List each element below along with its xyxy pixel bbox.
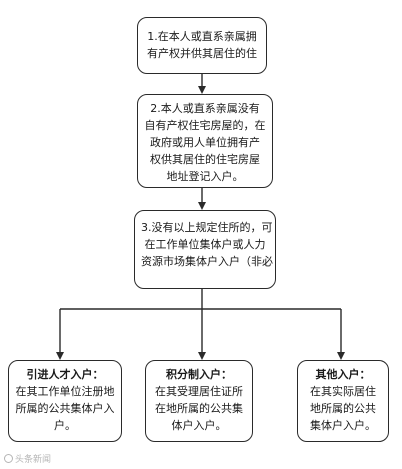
step3-line-3: 资源市场集体户入户（非必	[141, 255, 273, 268]
option-a-box: 引进人才入户： 在其工作单位注册地 所属的公共集体户入 户。	[8, 360, 122, 442]
step3-box: 3.没有以上规定住所的，可 在工作单位集体户或人力 资源市场集体户入户（非必	[134, 210, 276, 289]
step2-line-2: 自有产权住宅房屋的，在	[144, 119, 266, 132]
option-a-line-3: 户。	[54, 419, 76, 432]
watermark: 头条新闻	[4, 452, 51, 465]
option-a-line-1: 在其工作单位注册地	[15, 385, 115, 398]
option-b-line-2: 在地所属的公共集	[155, 402, 243, 415]
option-a-title: 引进人才入户：	[26, 368, 104, 381]
option-b-line-3: 体户入户。	[171, 419, 227, 432]
option-b-line-1: 在其受理居住证所	[155, 385, 243, 398]
option-b-box: 积分制入户： 在其受理居住证所 在地所属的公共集 体户入户。	[145, 360, 253, 442]
step2-line-5: 地址登记入户。	[166, 170, 244, 183]
step1-box: 1.在本人或直系亲属拥 有产权并供其居住的住	[137, 17, 267, 74]
step3-line-2: 在工作单位集体户或人力	[144, 238, 266, 251]
watermark-logo-icon	[4, 454, 13, 463]
option-c-title: 其他入户：	[315, 368, 371, 381]
option-c-line-3: 集体户入户。	[310, 419, 376, 432]
option-a-line-2: 所属的公共集体户入	[15, 402, 115, 415]
step2-line-4: 权供其居住的住宅房屋	[150, 153, 260, 166]
step1-line-2: 有产权并供其居住的住	[147, 47, 257, 60]
option-c-line-1: 在其实际居住	[310, 385, 376, 398]
watermark-text: 头条新闻	[15, 455, 52, 465]
option-c-line-2: 地所属的公共	[310, 402, 376, 415]
step2-line-3: 政府或用人单位拥有产	[150, 136, 260, 149]
option-b-title: 积分制入户：	[166, 368, 232, 381]
step1-line-1: 1.在本人或直系亲属拥	[147, 30, 257, 43]
step2-box: 2.本人或直系亲属没有 自有产权住宅房屋的，在 政府或用人单位拥有产 权供其居住…	[137, 94, 273, 188]
step2-line-1: 2.本人或直系亲属没有	[150, 102, 260, 115]
option-c-box: 其他入户： 在其实际居住 地所属的公共 集体户入户。	[297, 360, 389, 442]
step3-line-1: 3.没有以上规定住所的，可	[141, 221, 273, 234]
